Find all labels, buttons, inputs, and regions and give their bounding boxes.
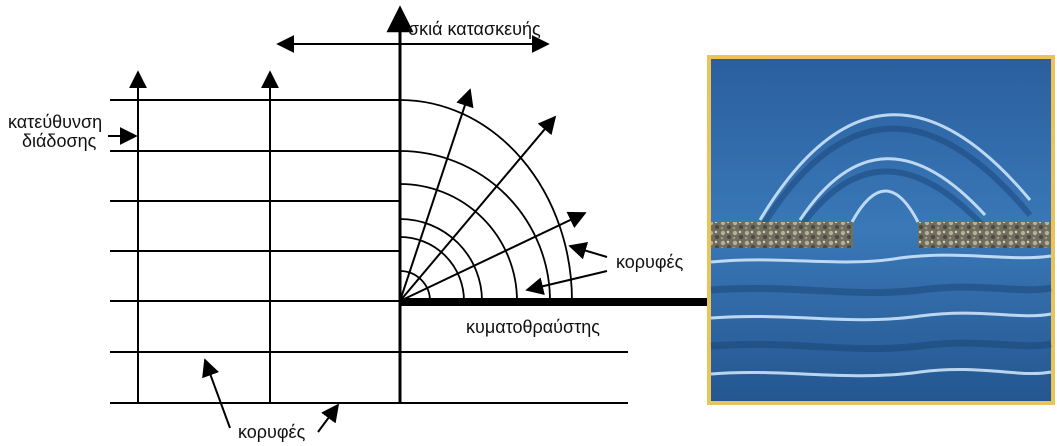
propagation-label-line2: διάδοσης bbox=[22, 131, 97, 151]
shadow-label: σκιά κατασκευής bbox=[408, 19, 541, 39]
crest-pointer-arrows-right bbox=[525, 241, 608, 296]
wave-tank-photo bbox=[707, 55, 1055, 405]
propagation-arrows bbox=[129, 70, 279, 403]
photo-breakwater-left bbox=[711, 222, 853, 248]
diffracted-crest-arcs bbox=[399, 99, 573, 302]
photo-breakwater-right bbox=[918, 222, 1051, 248]
incoming-crest-lines bbox=[110, 99, 628, 404]
propagation-label-line1: κατεύθυνση bbox=[8, 112, 102, 132]
crests-label-bottom: κορυφές bbox=[238, 422, 306, 442]
breakwater-label: κυματοθραύστης bbox=[466, 317, 600, 337]
radial-arrows bbox=[399, 88, 587, 302]
breakwater-bar bbox=[400, 298, 712, 306]
crest-pointer-arrows-bottom bbox=[202, 358, 340, 433]
crests-label-right: κορυφές bbox=[616, 252, 684, 272]
